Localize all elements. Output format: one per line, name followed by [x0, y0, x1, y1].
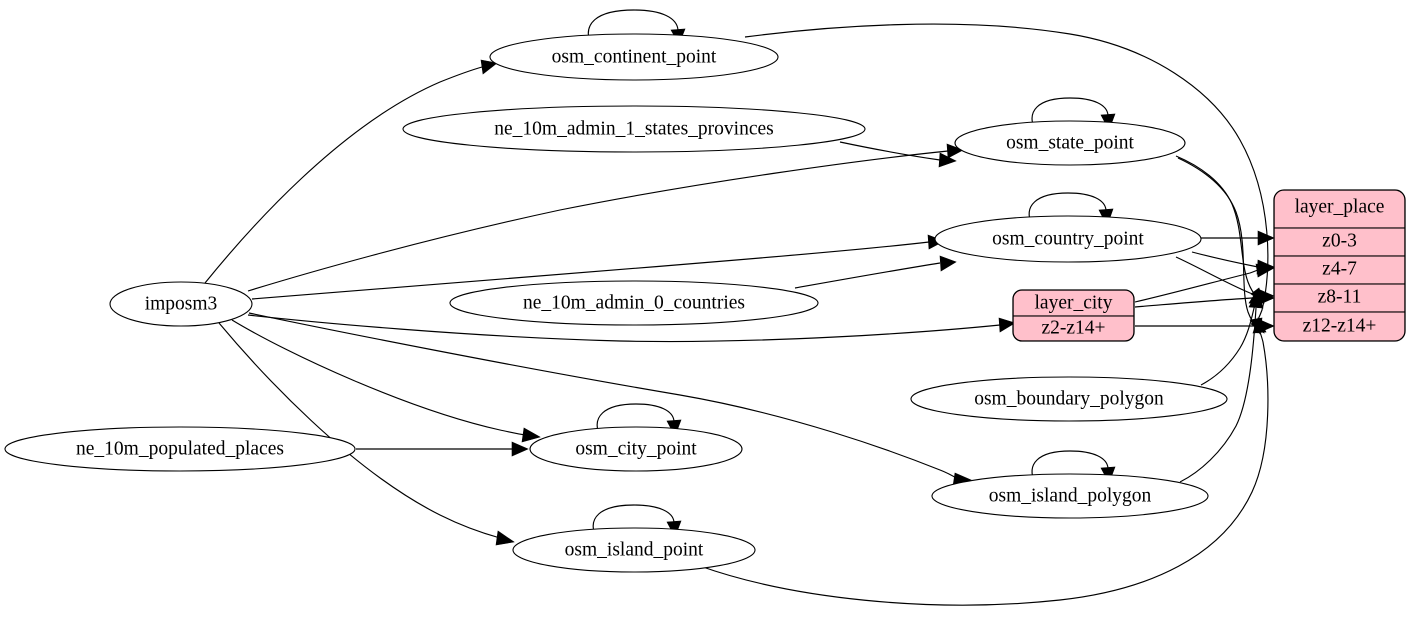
node-imposm3[interactable]: imposm3: [109, 281, 253, 327]
node-osm_state_point[interactable]: osm_state_point: [954, 120, 1186, 166]
record-row-layer_place-z0-3[interactable]: [1274, 227, 1405, 257]
record-row-layer_city-z2-z14[interactable]: [1013, 315, 1134, 341]
record-row-layer_city-header[interactable]: [1013, 290, 1134, 317]
record-node-layer_city[interactable]: layer_city z2-z14+: [1012, 289, 1135, 342]
edge-layer_city-to-layer_place-z4: [1134, 263, 1275, 303]
edge-ne_10m_populated_places-to-osm_city_point: [356, 441, 529, 457]
edge-imposm3-to-osm_city_point: [231, 319, 541, 443]
edge-ne_10m_admin_0_countries-to-osm_country_point: [794, 255, 957, 289]
edge-imposm3-to-osm_continent_point: [204, 59, 498, 284]
record-outline-layer_place: [1273, 189, 1406, 342]
edge-osm_country_point-to-layer_place-z0: [1201, 230, 1275, 246]
record-row-layer_place-z8-11[interactable]: [1274, 283, 1405, 313]
edge-imposm3-to-layer_city: [247, 314, 1016, 343]
edge-ne_10m_admin_1_states_provinces-to-osm_state_point: [839, 141, 957, 168]
node-osm_island_polygon[interactable]: osm_island_polygon: [931, 473, 1209, 519]
record-node-layer_place[interactable]: layer_place z0-3 z4-7 z8-11 z12-z14+: [1273, 189, 1406, 342]
edge-imposm3-to-osm_state_point: [247, 143, 964, 292]
record-node-layer: layer_city z2-z14+ layer_place z0-3 z4-7…: [1012, 189, 1406, 342]
edge-osm_island_point-to-layer_place-z12: [699, 317, 1269, 606]
node-ne_10m_admin_0_countries[interactable]: ne_10m_admin_0_countries: [449, 280, 819, 326]
node-osm_country_point[interactable]: osm_country_point: [934, 215, 1202, 263]
node-osm_boundary_polygon[interactable]: osm_boundary_polygon: [910, 376, 1228, 422]
node-osm_city_point[interactable]: osm_city_point: [529, 426, 743, 472]
node-osm_island_point[interactable]: osm_island_point: [512, 527, 756, 573]
edge-imposm3-to-osm_island_point: [218, 322, 515, 546]
node-ne_10m_populated_places[interactable]: ne_10m_populated_places: [4, 426, 356, 472]
edge-osm_island_polygon-to-layer_place-z8: [1179, 291, 1264, 483]
record-outline-layer_city: [1012, 289, 1135, 342]
record-row-layer_place-z12-z14[interactable]: [1274, 311, 1405, 341]
record-row-layer_place-z4-7[interactable]: [1274, 255, 1405, 285]
edge-osm_continent_point-to-layer_place-z12: [744, 23, 1269, 335]
node-ne_10m_admin_1_states_provinces[interactable]: ne_10m_admin_1_states_provinces: [402, 105, 866, 153]
node-osm_continent_point[interactable]: osm_continent_point: [489, 33, 779, 81]
record-row-layer_place-header[interactable]: [1274, 190, 1405, 229]
